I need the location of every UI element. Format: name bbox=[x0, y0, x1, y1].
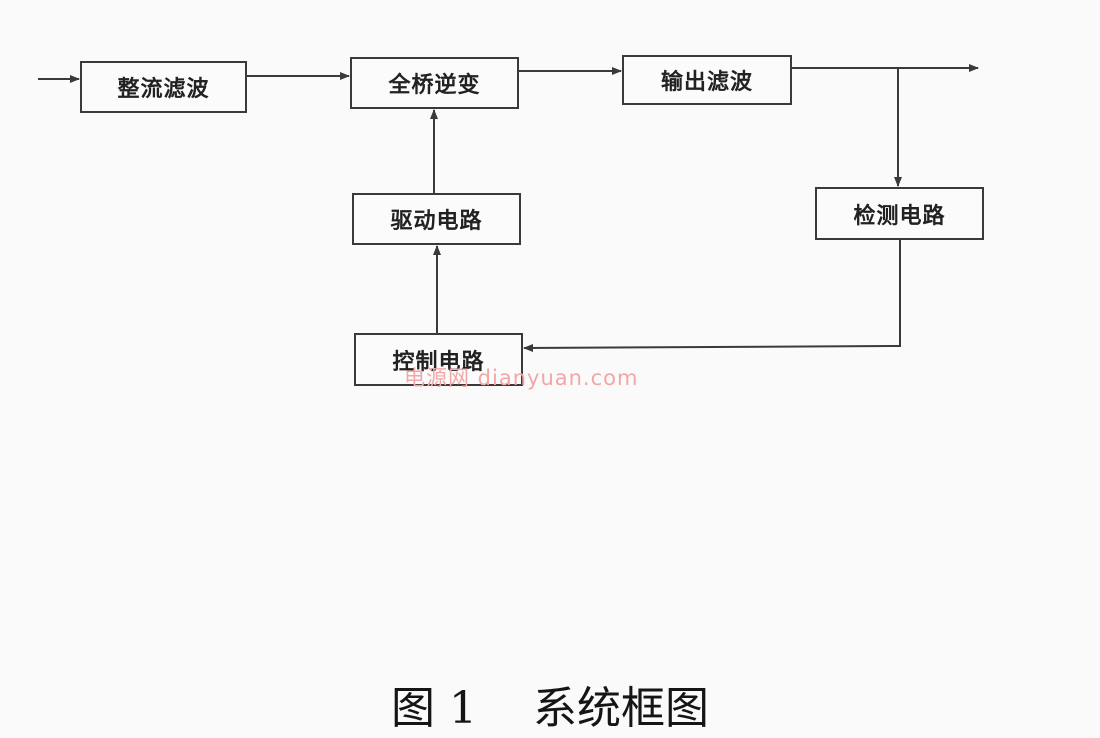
driver-circuit-block: 驱动电路 bbox=[352, 193, 521, 245]
control-circuit-block: 控制电路 bbox=[354, 333, 523, 386]
watermark: 电源网 dianyuan.com bbox=[404, 366, 639, 390]
figure-caption: 图 1 系统框图 bbox=[391, 683, 709, 734]
detection-circuit-block: 检测电路 bbox=[815, 187, 984, 240]
full-bridge-inverter-block: 全桥逆变 bbox=[350, 57, 519, 109]
output-filter-block: 输出滤波 bbox=[622, 55, 792, 105]
arrow-detect-to-control bbox=[523, 240, 901, 352]
rectifier-filter-block: 整流滤波 bbox=[80, 61, 247, 113]
